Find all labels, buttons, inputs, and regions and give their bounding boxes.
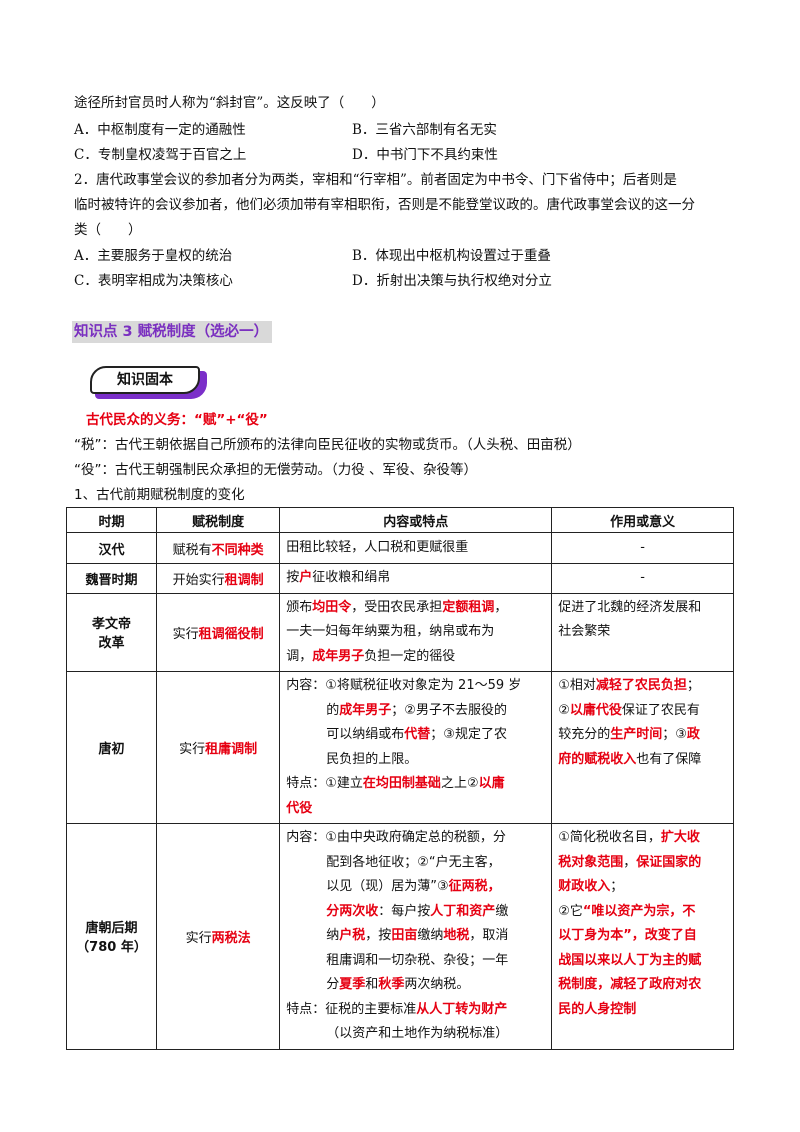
period-cell: 唐朝后期（780 年） [66,823,157,1050]
q2-option-c: C．表明宰相成为决策核心 [74,273,233,289]
system-cell: 实行两税法 [155,823,281,1050]
system-cell: 实行租庸调制 [155,671,281,824]
header-content: 内容或特点 [279,507,553,533]
table-row: 魏晋时期 开始实行租调制 按户征收粮和绢帛 - [66,563,734,594]
system-cell: 赋税有不同种类 [155,532,281,564]
effect-cell: - [551,563,734,594]
effect-cell: - [551,532,734,564]
duty-heading: 古代民众的义务：“赋”+“役” [86,412,268,428]
period-cell: 唐初 [66,671,157,824]
section-title: 知识点 3 赋税制度（选必一） [72,321,273,343]
q2-option-a: A．主要服务于皇权的统治 [74,248,233,264]
q1-option-d: D．中书门下不具约束性 [352,147,498,163]
system-cell: 开始实行租调制 [155,563,281,594]
effect-cell: ①相对减轻了农民负担； ②以庸代役保证了农民有 较充分的生产时间；③政 府的赋税… [551,671,734,824]
q1-stem: 途径所封官员时人称为“斜封官”。这反映了（ ） [74,95,385,111]
q2-option-b: B．体现出中枢机构设置过于重叠 [352,248,551,264]
table-header-row: 时期 赋税制度 内容或特点 作用或意义 [66,507,734,533]
table-intro: 1、古代前期赋税制度的变化 [74,487,245,503]
q2-stem-line-3: 类（ ） [74,222,142,238]
q2-stem-line-2: 临时被特许的会议参加者，他们必须加带有宰相职衔，否则是不能登堂议政的。唐代政事堂… [74,197,695,213]
content-cell: 田租比较轻，人口税和更赋很重 [279,532,553,564]
period-cell: 汉代 [66,532,157,564]
q2-option-d: D．折射出决策与执行权绝对分立 [352,273,552,289]
table-row: 唐初 实行租庸调制 内容：①将赋税征收对象定为 21～59 岁 的成年男子；②男… [66,671,734,824]
tax-system-table: 时期 赋税制度 内容或特点 作用或意义 汉代 赋税有不同种类 田租比较轻，人口税… [66,507,734,1050]
header-effect: 作用或意义 [551,507,734,533]
header-system: 赋税制度 [155,507,281,533]
header-period: 时期 [66,507,157,533]
table-row: 唐朝后期（780 年） 实行两税法 内容：①由中央政府确定总的税额，分 配到各地… [66,823,734,1050]
content-cell: 颁布均田令，受田农民承担定额租调， 一夫一妇每年纳粟为租，纳帛或布为 调，成年男… [279,592,553,672]
effect-cell: ①简化税收名目，扩大收 税对象范围，保证国家的 财政收入； ②它“唯以资产为宗，… [551,823,734,1050]
q2-stem-line-1: 2．唐代政事堂会议的参加者分为两类，宰相和“行宰相”。前者固定为中书令、门下省侍… [74,172,677,188]
table-row: 汉代 赋税有不同种类 田租比较轻，人口税和更赋很重 - [66,532,734,564]
content-cell: 内容：①将赋税征收对象定为 21～59 岁 的成年男子；②男子不去服役的 可以纳… [279,671,553,824]
effect-cell: 促进了北魏的经济发展和 社会繁荣 [551,592,734,672]
table-row: 孝文帝改革 实行租调徭役制 颁布均田令，受田农民承担定额租调， 一夫一妇每年纳粟… [66,592,734,672]
system-cell: 实行租调徭役制 [155,592,281,672]
q1-option-a: A．中枢制度有一定的通融性 [74,122,246,138]
content-cell: 内容：①由中央政府确定总的税额，分 配到各地征收；②“户无主客， 以见（现）居为… [279,823,553,1050]
badge-label: 知识固本 [90,366,200,394]
yi-definition: “役”：古代王朝强制民众承担的无偿劳动。（力役 、军役、杂役等） [74,462,478,478]
q1-option-c: C．专制皇权凌驾于百官之上 [74,147,247,163]
knowledge-badge: 知识固本 [90,366,207,399]
q1-option-b: B．三省六部制有名无实 [352,122,497,138]
period-cell: 魏晋时期 [66,563,157,594]
shui-definition: “税”：古代王朝依据自己所颁布的法律向臣民征收的实物或货币。（人头税、田亩税） [74,437,581,453]
period-cell: 孝文帝改革 [66,592,157,672]
content-cell: 按户征收粮和绢帛 [279,563,553,594]
